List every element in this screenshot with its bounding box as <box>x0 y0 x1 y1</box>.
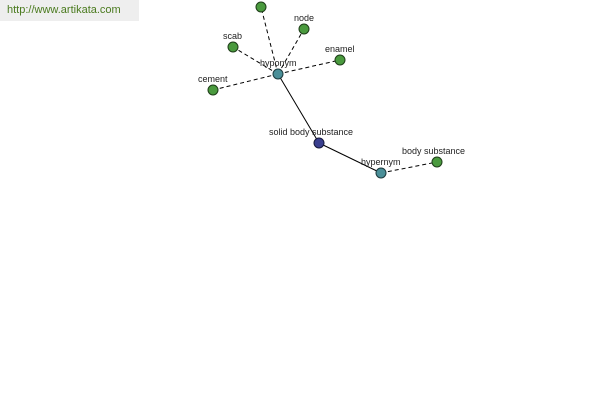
edge-hypernym-body-substance <box>380 161 438 174</box>
graph-node-scab[interactable] <box>227 41 239 53</box>
label-body-substance[interactable]: body substance <box>402 146 465 156</box>
edge-center-hypernym <box>318 142 382 174</box>
site-url-watermark[interactable]: http://www.artikata.com <box>0 0 139 21</box>
graph-node-hyponym[interactable] <box>272 68 284 80</box>
label-node[interactable]: node <box>294 13 314 23</box>
edge-center-hyponym <box>277 73 320 144</box>
label-hyponym: hyponym <box>260 58 297 68</box>
graph-node-node[interactable] <box>298 23 310 35</box>
edge-hyponym-node <box>277 28 305 75</box>
graph-node-unlabeled[interactable] <box>255 1 267 13</box>
graph-node-cement[interactable] <box>207 84 219 96</box>
label-enamel[interactable]: enamel <box>325 44 355 54</box>
label-solid-body-substance[interactable]: solid body substance <box>269 127 353 137</box>
graph-node-body-substance[interactable] <box>431 156 443 168</box>
graph-node-hypernym[interactable] <box>375 167 387 179</box>
label-scab[interactable]: scab <box>223 31 242 41</box>
graph-node-enamel[interactable] <box>334 54 346 66</box>
graph-node-solid-body-substance[interactable] <box>313 137 325 149</box>
edge-hyponym-unlabeled <box>260 6 279 75</box>
label-cement[interactable]: cement <box>198 74 228 84</box>
label-hypernym: hypernym <box>361 157 401 167</box>
edge-hyponym-scab <box>232 46 279 75</box>
edge-hyponym-enamel <box>277 59 341 75</box>
